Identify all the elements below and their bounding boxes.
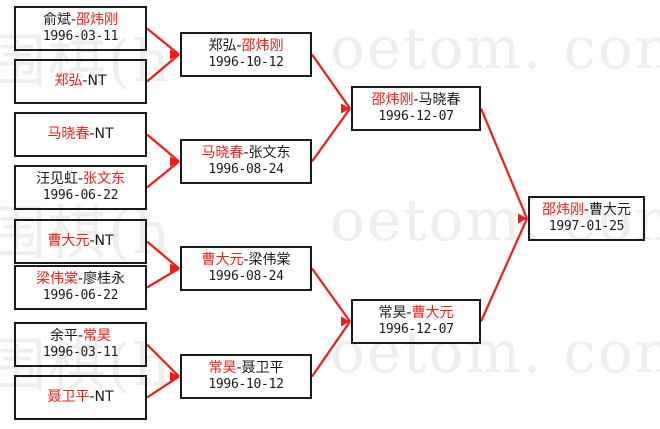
match-date: 1996-12-07 — [378, 321, 454, 337]
player-separator: - — [89, 388, 95, 405]
player-left: 余平 — [49, 327, 78, 344]
player-right: 曹大元 — [411, 304, 454, 321]
match-players: 曹大元-梁伟棠 — [201, 251, 291, 269]
player-right: 邵炜刚 — [241, 37, 284, 54]
player-separator: - — [77, 170, 84, 187]
player-left: 邵炜刚 — [541, 201, 584, 218]
player-right: 曹大元 — [589, 201, 632, 218]
player-separator: - — [82, 72, 88, 89]
player-left: 马晓春 — [47, 125, 90, 142]
player-separator: - — [583, 201, 590, 218]
player-left: 曹大元 — [47, 232, 90, 249]
match-players: 曹大元-NT — [47, 232, 114, 250]
match-players: 聂卫平-NT — [47, 388, 114, 406]
match-date: 1996-03-11 — [42, 28, 119, 44]
player-right: 梁伟棠 — [248, 251, 291, 268]
player-separator: - — [77, 270, 84, 287]
player-left: 梁伟棠 — [35, 270, 78, 287]
match-date: 1996-10-12 — [208, 376, 284, 392]
match-date: 1996-08-24 — [208, 161, 284, 177]
player-separator: - — [70, 11, 77, 28]
player-right: 张文东 — [83, 170, 126, 187]
match-players: 汪见虹-张文东 — [35, 170, 126, 188]
player-separator: - — [243, 251, 249, 268]
player-separator: - — [89, 125, 95, 142]
player-left: 曹大元 — [201, 251, 244, 268]
player-right: NT — [94, 232, 114, 249]
player-left: 常昊 — [208, 359, 237, 376]
watermark-text: oetom. com) — [330, 14, 660, 82]
player-left: 郑弘 — [208, 37, 237, 54]
match-date: 1996-12-07 — [378, 108, 454, 124]
player-right: NT — [94, 125, 114, 142]
player-left: 邵炜刚 — [371, 91, 414, 108]
match-players: 梁伟棠-廖桂永 — [35, 270, 126, 288]
player-left: 俞斌 — [42, 11, 71, 28]
match-date: 1996-08-24 — [208, 268, 284, 284]
watermark-text: oetom. com) — [330, 318, 660, 386]
match-date: 1997-01-25 — [548, 218, 625, 234]
player-left: 聂卫平 — [47, 388, 90, 405]
match-box[interactable]: 曹大元-NT — [14, 219, 147, 264]
match-players: 邵炜刚-马晓春 — [371, 91, 461, 109]
player-separator: - — [413, 91, 419, 108]
match-players: 马晓春-NT — [47, 125, 114, 143]
player-separator: - — [236, 359, 242, 376]
match-box[interactable]: 马晓春-NT — [14, 112, 147, 157]
match-date: 1996-03-11 — [42, 344, 119, 360]
player-left: 马晓春 — [201, 144, 244, 161]
player-left: 郑弘 — [54, 72, 83, 89]
watermark-text: 围棋(h — [0, 199, 172, 267]
player-separator: - — [406, 304, 412, 321]
match-date: 1996-10-12 — [208, 54, 284, 70]
watermark-text: 围棋(h — [0, 27, 172, 95]
match-players: 郑弘-NT — [54, 72, 107, 90]
player-right: 廖桂永 — [83, 270, 126, 287]
player-left: 汪见虹 — [35, 170, 78, 187]
player-right: NT — [87, 72, 107, 89]
player-separator: - — [77, 327, 84, 344]
match-players: 俞斌-邵炜刚 — [42, 11, 119, 29]
match-players: 马晓春-张文东 — [201, 144, 291, 162]
match-players: 邵炜刚-曹大元 — [541, 201, 632, 219]
player-right: 马晓春 — [418, 91, 461, 108]
match-players: 常昊-曹大元 — [378, 304, 454, 322]
match-date: 1996-06-22 — [42, 187, 119, 203]
match-date: 1996-06-22 — [42, 287, 119, 303]
match-players: 余平-常昊 — [49, 327, 112, 345]
match-box[interactable]: 聂卫平-NT — [14, 375, 147, 420]
match-players: 郑弘-邵炜刚 — [208, 37, 284, 55]
player-left: 常昊 — [378, 304, 407, 321]
player-right: 邵炜刚 — [76, 11, 119, 28]
match-players: 常昊-聂卫平 — [208, 359, 284, 377]
player-right: 张文东 — [248, 144, 291, 161]
match-box[interactable]: 郑弘-NT — [14, 59, 147, 104]
player-separator: - — [243, 144, 249, 161]
player-right: NT — [94, 388, 114, 405]
player-right: 聂卫平 — [241, 359, 284, 376]
player-separator: - — [89, 232, 95, 249]
player-right: 常昊 — [83, 327, 112, 344]
player-separator: - — [236, 37, 242, 54]
